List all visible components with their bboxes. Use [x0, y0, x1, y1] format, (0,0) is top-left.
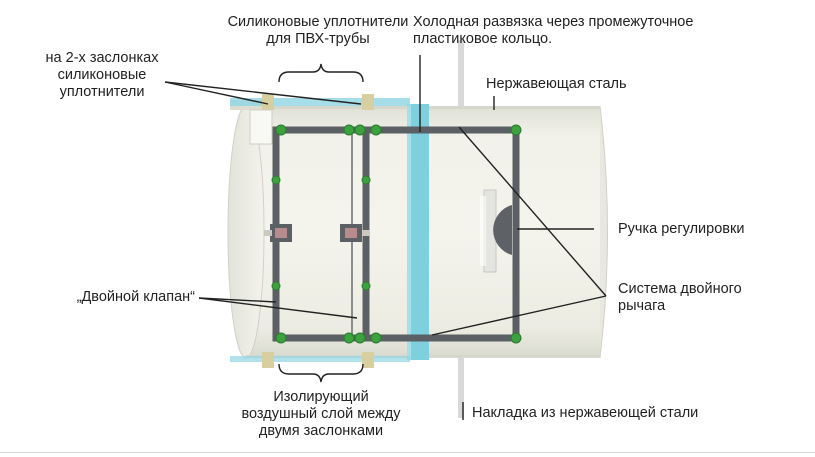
label-stainless-steel: Нержавеющая сталь: [486, 76, 627, 92]
cold-break-ring: [230, 98, 429, 362]
lever-joints: [271, 124, 522, 344]
label-two-dampers-seals: на 2-х заслонках силиконовые уплотнители: [45, 50, 159, 100]
leader-lines: [164, 55, 607, 420]
label-adjust-knob: Ручка регулировки: [618, 221, 745, 237]
braces: [278, 63, 364, 383]
label-silicone-seals-pvc: Силиконовые уплотнители для ПВХ-трубы: [227, 14, 409, 47]
label-cold-break: Холодная развязка через промежуточное пл…: [413, 14, 694, 47]
label-double-valve: „Двойной клапан“: [76, 289, 195, 305]
label-stainless-overlay: Накладка из нержавеющей стали: [472, 405, 699, 421]
label-insulating-layer: Изолирующий воздушный слой между двумя з…: [241, 389, 401, 439]
adjust-knob: [480, 189, 512, 273]
bottom-divider: [0, 452, 815, 453]
damper-pivots: [264, 224, 370, 242]
label-double-lever: Система двойного рычага: [618, 281, 742, 314]
silicone-seals: [249, 94, 374, 368]
